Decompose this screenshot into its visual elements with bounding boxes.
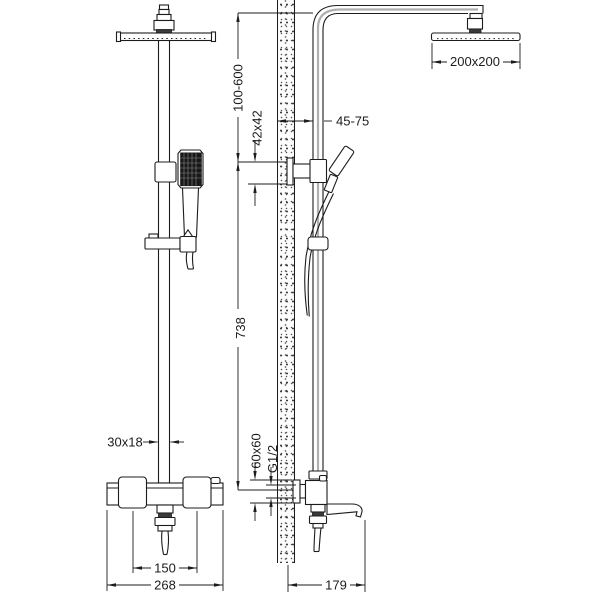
dim-wall-distance: 45-75 [336,114,369,129]
dim-handle-spacing: 150 [154,561,176,576]
dim-column-height: 738 [233,317,248,339]
diverter-knob-front [210,476,221,485]
wall-section-hatch [277,0,295,563]
riser-pipe-side [312,4,484,478]
mixer-front [106,476,224,556]
mixer-handle-right [182,476,212,509]
thread-nut-side [299,483,307,499]
hose-outlet-front [154,504,176,556]
overhead-shower-front [115,31,217,43]
shower-rail-front [157,32,171,484]
dim-wall-plate: 60x60 [249,433,264,468]
dimension-labels: 100-600 42x42 45-75 738 30x18 60x60 G1/2… [107,53,503,593]
wall-plate-side [292,479,301,504]
front-view [106,4,224,556]
mixer-body-side [304,479,328,506]
dim-rail-profile: 30x18 [107,435,142,450]
overhead-joint-side [466,12,484,34]
dim-depth: 179 [325,578,347,593]
dim-overhead-size: 200x200 [450,54,500,69]
slider-ring-side [307,236,329,251]
hose-outlet-side [308,503,328,553]
mixer-handle-left [117,476,148,509]
dim-body-width: 268 [154,578,176,593]
bath-spout-side [326,503,363,518]
slider-clamp-front [154,161,177,183]
dim-height-adjust: 100-600 [231,64,246,112]
hand-shower-handle [181,187,200,238]
mixer-side [292,470,363,553]
wall-bracket-side [286,157,328,186]
dim-bracket-size: 42x42 [250,110,265,145]
hand-shower-holder-front [144,228,197,270]
side-view [286,4,521,553]
hand-shower-front [177,149,204,238]
overhead-joint-front [153,4,175,34]
dim-thread: G1/2 [265,445,280,473]
overhead-shower-side [430,32,521,42]
hand-shower-side [304,145,355,317]
